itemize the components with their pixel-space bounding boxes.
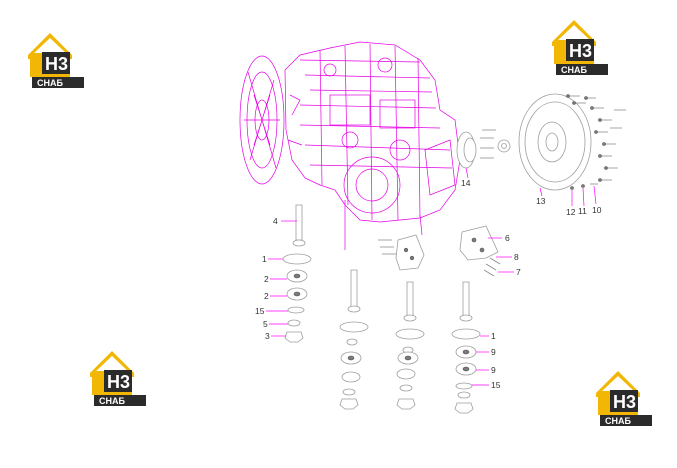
callout-labels: 4 1 2 2 15 5 3 6 8 7 1 9 9 15 14 13 12 1… xyxy=(255,178,602,390)
logo-word-text: СНАБ xyxy=(37,78,63,88)
callout-2-lower: 2 xyxy=(264,291,269,301)
callout-4: 4 xyxy=(273,216,278,226)
callout-5: 5 xyxy=(263,319,268,329)
brand-logo-top-right: H3 СНАБ xyxy=(552,20,608,75)
callout-15-right: 15 xyxy=(491,380,501,390)
callout-leaders xyxy=(266,167,597,386)
callout-2-upper: 2 xyxy=(264,274,269,284)
callout-6: 6 xyxy=(505,233,510,243)
brand-logo-bottom-left: H3 СНАБ xyxy=(90,351,146,406)
callout-11: 11 xyxy=(578,206,587,216)
mount-bracket-right xyxy=(459,225,501,277)
mount-stack-right xyxy=(451,281,481,414)
callout-1-right: 1 xyxy=(491,331,496,341)
callout-7: 7 xyxy=(516,267,521,277)
logo-mark-text: H3 xyxy=(45,54,68,74)
flywheel xyxy=(518,93,592,191)
logo-mark-text: H3 xyxy=(569,41,592,61)
engine-drawing xyxy=(239,41,461,250)
callout-9-upper: 9 xyxy=(491,347,496,357)
flywheel-bolts xyxy=(566,94,626,190)
logo-mark-text: H3 xyxy=(107,372,130,392)
callout-1-left: 1 xyxy=(262,254,267,264)
logo-word-text: СНАБ xyxy=(99,396,125,406)
adapter-ring xyxy=(456,129,511,169)
callout-15-left: 15 xyxy=(255,306,265,316)
logo-word-text: СНАБ xyxy=(605,416,631,426)
mount-stack-middle-left xyxy=(339,269,369,410)
logo-word-text: СНАБ xyxy=(561,65,587,75)
callout-13: 13 xyxy=(536,196,546,206)
logo-mark-text: H3 xyxy=(613,392,636,412)
mount-stack-left xyxy=(282,204,312,343)
brand-logo-bottom-right: H3 СНАБ xyxy=(596,371,652,426)
mount-stack-middle-right xyxy=(395,281,425,410)
callout-12: 12 xyxy=(566,207,576,217)
callout-9-lower: 9 xyxy=(491,365,496,375)
callout-14: 14 xyxy=(461,178,471,188)
brand-logo-top-left: H3 СНАБ xyxy=(28,33,84,88)
callout-8: 8 xyxy=(514,252,519,262)
callout-10: 10 xyxy=(592,205,602,215)
mount-bracket-left xyxy=(378,234,425,271)
callout-3: 3 xyxy=(265,331,270,341)
